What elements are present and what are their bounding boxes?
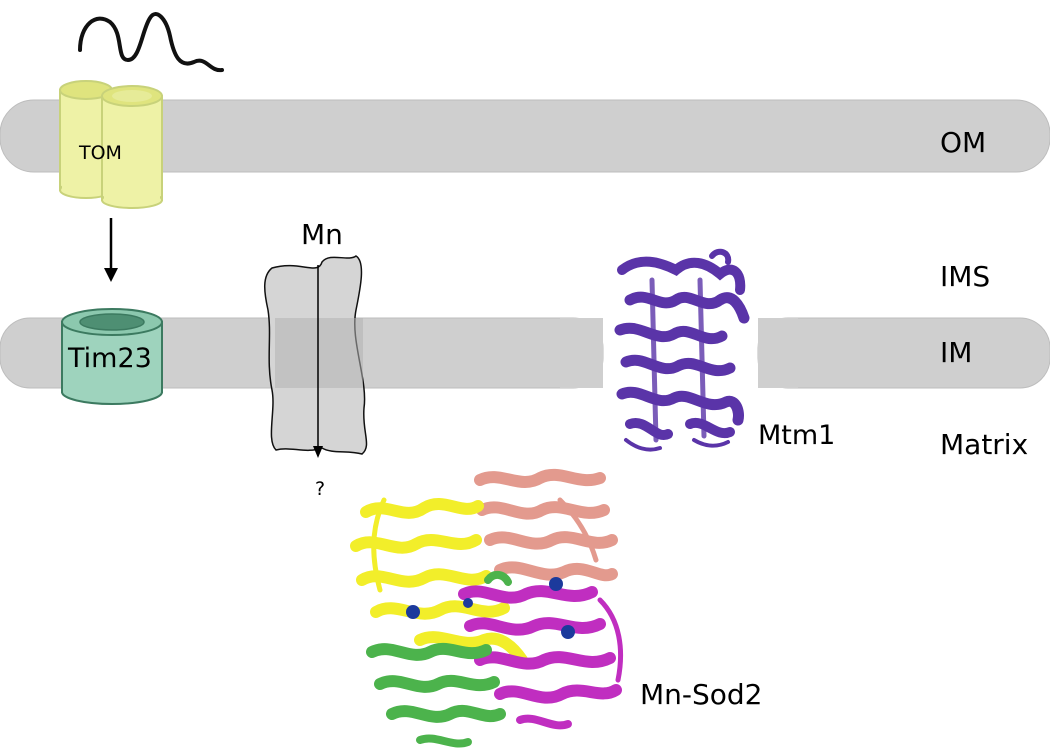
tim23-complex-icon xyxy=(61,308,163,405)
polypeptide-chain-icon xyxy=(78,12,224,73)
label-im: IM xyxy=(940,336,973,369)
label-tom: TOM xyxy=(79,142,122,164)
label-mn: Mn xyxy=(301,218,343,251)
label-om: OM xyxy=(940,126,987,159)
label-mn-sod2: Mn-Sod2 xyxy=(640,678,763,711)
inner-membrane-right xyxy=(757,317,1050,389)
label-matrix: Matrix xyxy=(940,428,1029,461)
label-ims: IMS xyxy=(940,260,991,293)
tom-complex-icon xyxy=(59,80,163,209)
label-tim23: Tim23 xyxy=(68,343,152,374)
mtm1-protein-icon xyxy=(614,248,750,452)
mn-transport-arrowhead xyxy=(313,446,323,458)
label-question: ? xyxy=(315,478,326,500)
sod2-protein-icon xyxy=(350,468,624,748)
manganese-ions xyxy=(406,577,575,639)
label-mtm1: Mtm1 xyxy=(758,420,836,451)
outer-membrane xyxy=(0,99,1050,173)
import-arrowhead xyxy=(104,268,118,282)
